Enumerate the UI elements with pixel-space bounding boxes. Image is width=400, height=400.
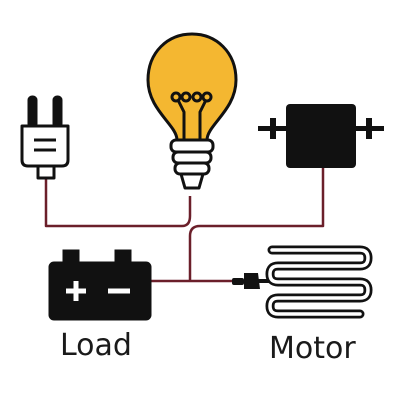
battery-plus-sign <box>66 281 86 301</box>
wire-motor-to-junction <box>188 167 325 281</box>
heating-coil-icon <box>232 245 373 319</box>
dc-motor-icon <box>258 104 384 168</box>
wires <box>44 167 325 283</box>
motor-label: Motor <box>269 331 356 366</box>
wire-plug-to-bulb <box>44 178 192 228</box>
power-plug-icon <box>20 95 70 180</box>
battery-icon <box>48 249 152 321</box>
load-label: Load <box>60 328 132 363</box>
bulb-filament <box>175 97 209 140</box>
light-bulb-icon <box>146 32 238 190</box>
